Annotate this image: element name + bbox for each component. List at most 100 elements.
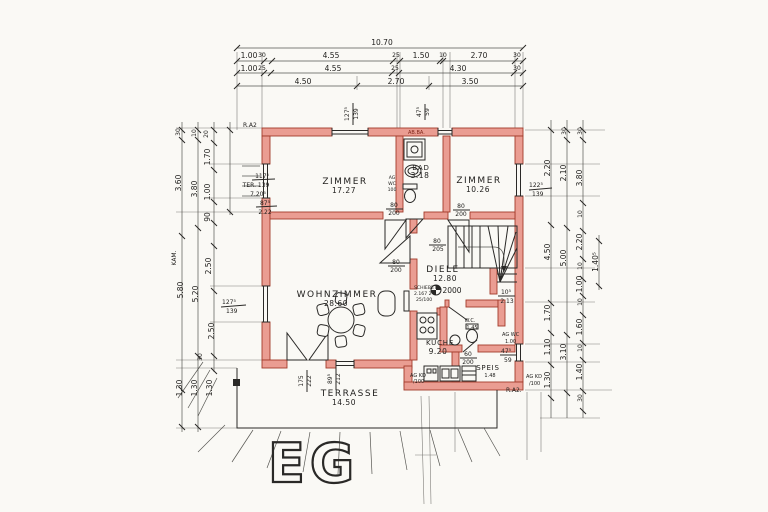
floor-level-label: EG [268,432,359,495]
armchair-icon [377,290,396,317]
hob-counter-icon [416,312,438,340]
door-size: 60 [464,351,472,358]
dim-label: 1.00 [575,275,584,292]
dim-label: 10 [577,344,584,352]
vent-label: AB.BA. [408,130,425,136]
kitchen-counter-icon [423,365,477,382]
door-size: 222 [306,375,313,387]
window-size: 117⁵ [255,173,269,180]
window-size: 2.22 [258,209,272,216]
vent-label: AG WC [502,332,520,338]
door-swing-icon [447,219,470,254]
opening-labels: 80 200 80 200 80 200 80 205 60 200 127⁵ … [222,106,544,386]
sliding-door-label: 25/100 [416,297,432,303]
window-size: 122⁵ [529,182,543,189]
room-area-wohnzimmer: 28.60 [324,299,348,308]
room-name-bad: BAD [412,164,429,172]
room-name-zimmer-1: ZIMMER [322,177,367,187]
drain-label: R.A2. [506,387,522,394]
dim-label: 2.70 [471,51,488,60]
room-area-terrasse: 14.50 [332,398,356,407]
dim-label: 2.50 [204,257,213,274]
dim-label: 2.50 [207,322,216,339]
window-icon [262,163,270,199]
niche-dim: 10⁵ [501,289,512,296]
dim-label: 30 [513,65,521,72]
door-size: 80 [457,203,465,210]
washbasin-icon [404,164,422,178]
wc-toilet-icon [465,323,479,343]
window-size: 7.20⁵ [250,191,266,198]
vent-label: AG KD [410,373,426,379]
window-icon [437,128,453,136]
dimension-lines [176,44,612,505]
window-icon [262,285,270,323]
window-size: 87⁵ [260,200,271,207]
window-glyphs [242,128,523,368]
ground-hatch-icon [197,424,501,475]
dim-label: 5.80 [176,281,185,298]
dim-label: 3.80 [575,169,584,186]
dim-label: 1.30 [190,379,199,396]
misc-annotations: R.A2 R.A2. AB.BA. 2000 10⁵ 2.13 SCHIEBET… [171,122,542,394]
window-size: 59 [424,108,431,116]
fraction-bars [220,103,553,392]
room-name-speis: SPEIS [476,364,500,372]
door-swing-icon [308,331,329,361]
dim-label: 1.30 [205,379,214,396]
room-name-zimmer-2: ZIMMER [456,176,501,186]
window-icon [515,343,523,362]
door-size: 80 [390,202,398,209]
dim-label: 4.30 [450,64,467,73]
dim-label: 2.70 [388,77,405,86]
dim-label: 25 [392,52,400,59]
window-size: 89⁵ [327,373,334,384]
dimension-ticks [178,44,603,431]
dim-label: 1.00 [241,51,258,60]
dim-label: 25 [258,65,266,72]
dim-label: 10 [577,262,584,270]
dim-label: 2.20 [543,159,552,176]
room-area-zimmer-2: 10.26 [466,185,490,194]
dim-label: 1.40 [575,363,584,380]
dim-label: 3.80 [190,180,199,197]
stairs-icon [447,225,518,283]
drain-label: R.A2 [243,122,257,129]
room-labels: ZIMMER 17.27 BAD 3.18 ZIMMER 10.26 WOHNZ… [297,164,501,407]
dim-label: 20 [203,130,210,138]
room-area-wc: 1.45 [466,325,477,331]
dim-label: 2.10 [559,164,568,181]
dim-label: 1.50 [413,51,430,60]
door-size: 175 [298,375,305,387]
door-size: 80 [433,238,441,245]
dim-label: 10 [439,52,447,59]
door-size: 200 [455,211,467,218]
sliding-door-label: 2.167 2-fl. [414,291,438,297]
dim-label: 10 [577,298,584,306]
room-area-speis: 1.48 [484,373,495,379]
door-swing-icon [378,234,411,264]
window-icon [515,163,523,197]
room-name-terrasse: TERRASSE [320,389,380,399]
door-size: 200 [388,210,400,217]
dim-label: 4.55 [325,64,342,73]
dim-label: 4.50 [295,77,312,86]
dim-label: 1.00 [241,64,258,73]
dim-label: 1.30 [175,379,184,396]
door-size: 200 [390,267,402,274]
dim-label: 30 [197,353,204,361]
window-size: 47⁵ [501,348,512,355]
dim-label: 30 [561,127,568,135]
benchmark-icon [430,284,442,296]
dim-label: 1.10 [543,338,552,355]
side-label: KAM. [171,250,178,265]
door-swings [286,218,478,361]
window-size: 139 [226,308,238,315]
dim-label: 90 [203,212,212,222]
dim-label: 10 [577,210,584,218]
window-icon [331,128,369,136]
dim-label: 1.30 [543,371,552,388]
ramp-hatch-icon [177,361,218,417]
dim-label: 5.00 [559,249,568,266]
